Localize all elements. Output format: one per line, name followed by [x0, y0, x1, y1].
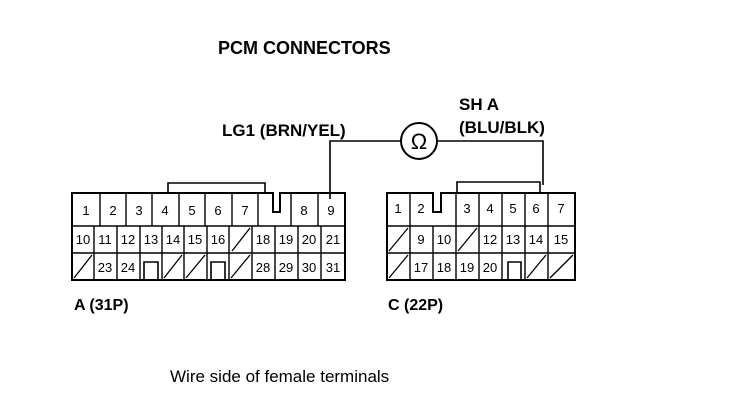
pin-c7: 7 — [557, 201, 564, 216]
pin-a18: 18 — [256, 232, 270, 247]
pin-c1: 1 — [394, 201, 401, 216]
pin-a2: 2 — [109, 203, 116, 218]
pin-a6: 6 — [214, 203, 221, 218]
pin-a26-unused — [163, 254, 183, 279]
pin-a12: 12 — [121, 232, 135, 247]
pin-a14: 14 — [166, 232, 180, 247]
pin-a16: 16 — [211, 232, 225, 247]
pin-a20: 20 — [302, 232, 316, 247]
pin-c22-unused — [549, 254, 574, 279]
ohmmeter-icon: Ω — [411, 129, 427, 154]
pin-a27-unused — [185, 254, 206, 279]
pin-c8-unused — [388, 227, 409, 252]
connector-c-label: C (22P) — [388, 297, 443, 314]
connector-c-housing — [386, 192, 576, 281]
probe-wire-right — [437, 140, 544, 185]
pin-a11: 11 — [98, 232, 112, 247]
pin-a30: 30 — [302, 260, 316, 275]
connector-a-label: A (31P) — [74, 297, 129, 314]
pin-c20: 20 — [483, 260, 497, 275]
connector-a: 1 2 3 4 5 6 7 8 9 10 11 12 13 14 15 16 1… — [71, 182, 346, 281]
pin-a17-unused — [231, 227, 251, 252]
pin-a22-unused — [73, 254, 93, 279]
pin-a8: 8 — [300, 203, 307, 218]
wire-left-label: LG1 (BRN/YEL) — [222, 121, 346, 140]
pin-a10: 10 — [76, 232, 90, 247]
pin-c12: 12 — [483, 232, 497, 247]
pin-a15: 15 — [188, 232, 202, 247]
pin-c4: 4 — [486, 201, 493, 216]
wire-right-label-line2: (BLU/BLK) — [459, 118, 545, 137]
pin-a1: 1 — [82, 203, 89, 218]
pin-c14: 14 — [529, 232, 543, 247]
pin-a31: 31 — [326, 260, 340, 275]
pin-c6: 6 — [532, 201, 539, 216]
pin-c13: 13 — [506, 232, 520, 247]
connector-a-latch — [167, 182, 266, 193]
connector-c-keyway — [507, 261, 522, 280]
pin-c10: 10 — [437, 232, 451, 247]
pin-a19: 19 — [279, 232, 293, 247]
pin-c18: 18 — [437, 260, 451, 275]
page-title: PCM CONNECTORS — [218, 38, 391, 58]
ohmmeter: Ω — [400, 122, 438, 160]
pin-a7: 7 — [241, 203, 248, 218]
pin-a23: 23 — [98, 260, 112, 275]
pin-a21: 21 — [326, 232, 340, 247]
pin-a9: 9 — [327, 203, 334, 218]
pin-c21-unused — [526, 254, 547, 279]
probe-wire-left — [329, 140, 401, 199]
pin-c5: 5 — [509, 201, 516, 216]
pin-c9: 9 — [417, 232, 424, 247]
pin-a24: 24 — [121, 260, 135, 275]
pin-a5: 5 — [188, 203, 195, 218]
wire-right-label-line1: SH A — [459, 95, 499, 114]
pin-c3: 3 — [463, 201, 470, 216]
connector-a-keyway-1 — [143, 261, 159, 280]
pin-c17: 17 — [414, 260, 428, 275]
pin-c15: 15 — [554, 232, 568, 247]
pin-c16-unused — [388, 254, 409, 279]
pin-c2: 2 — [417, 201, 424, 216]
pin-a13: 13 — [144, 232, 158, 247]
pin-a28: 28 — [256, 260, 270, 275]
connector-c-latch — [456, 181, 541, 193]
pin-a4: 4 — [161, 203, 168, 218]
caption: Wire side of female terminals — [170, 367, 389, 386]
pin-c19: 19 — [460, 260, 474, 275]
connector-a-keyway-2 — [210, 261, 226, 280]
pin-a28b-unused — [230, 254, 251, 279]
pin-a29: 29 — [279, 260, 293, 275]
connector-a-housing — [71, 192, 346, 281]
pin-c11-unused — [457, 227, 478, 252]
connector-c: 1 2 3 4 5 6 7 9 10 12 13 14 15 17 18 19 … — [386, 181, 576, 281]
pin-a3: 3 — [135, 203, 142, 218]
